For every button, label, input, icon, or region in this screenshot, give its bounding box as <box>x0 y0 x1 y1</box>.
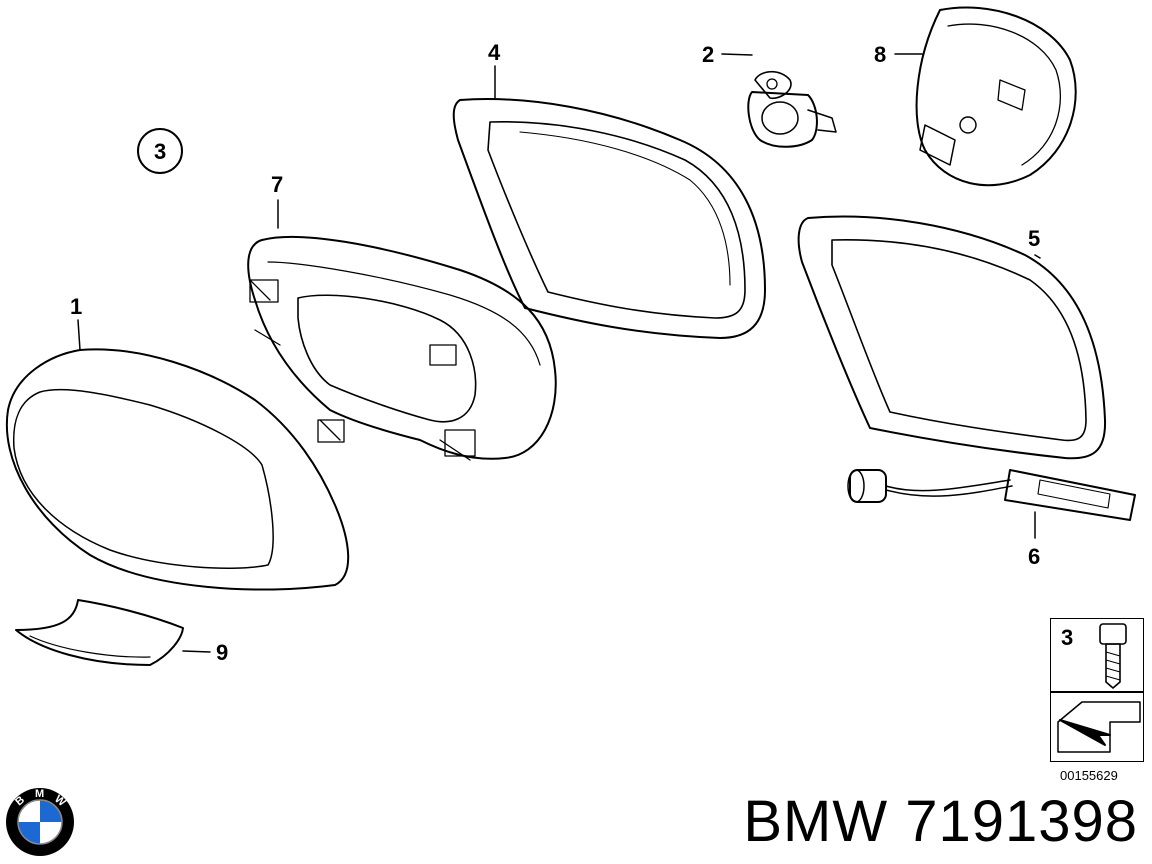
part-2-clip-bracket <box>721 53 837 148</box>
part-9-trim-strip <box>15 599 211 666</box>
callout-3: 3 <box>154 139 167 164</box>
legend-screw <box>1099 623 1127 689</box>
logo-letter-m: M <box>35 788 44 800</box>
part-5-glass-frame <box>797 215 1107 460</box>
legend-divider <box>1051 691 1143 693</box>
bmw-logo: B M W <box>6 788 74 856</box>
brand-title: BMW 7191398 <box>743 789 1138 854</box>
legend-box: 3 <box>1050 618 1144 762</box>
part-1-mirror-cover <box>5 319 350 591</box>
part-7-carrier-frame <box>247 199 557 461</box>
circled-reference-3 <box>137 128 183 174</box>
callout-5: 5 <box>1028 226 1041 251</box>
part-4-glass-frame <box>452 65 766 339</box>
legend-number: 3 <box>1061 625 1074 650</box>
callout-7: 7 <box>271 172 284 197</box>
callout-9: 9 <box>216 640 229 665</box>
callout-6: 6 <box>1028 544 1041 569</box>
part-6-heating-element <box>847 469 1136 539</box>
callout-2: 2 <box>702 42 715 67</box>
part-8-mirror-motor <box>894 6 1077 187</box>
callout-8: 8 <box>874 42 887 67</box>
callout-4: 4 <box>488 40 501 65</box>
diagram-number: 00155629 <box>1060 768 1118 783</box>
legend-arrow-icon <box>1057 701 1141 753</box>
callout-1: 1 <box>70 294 83 319</box>
